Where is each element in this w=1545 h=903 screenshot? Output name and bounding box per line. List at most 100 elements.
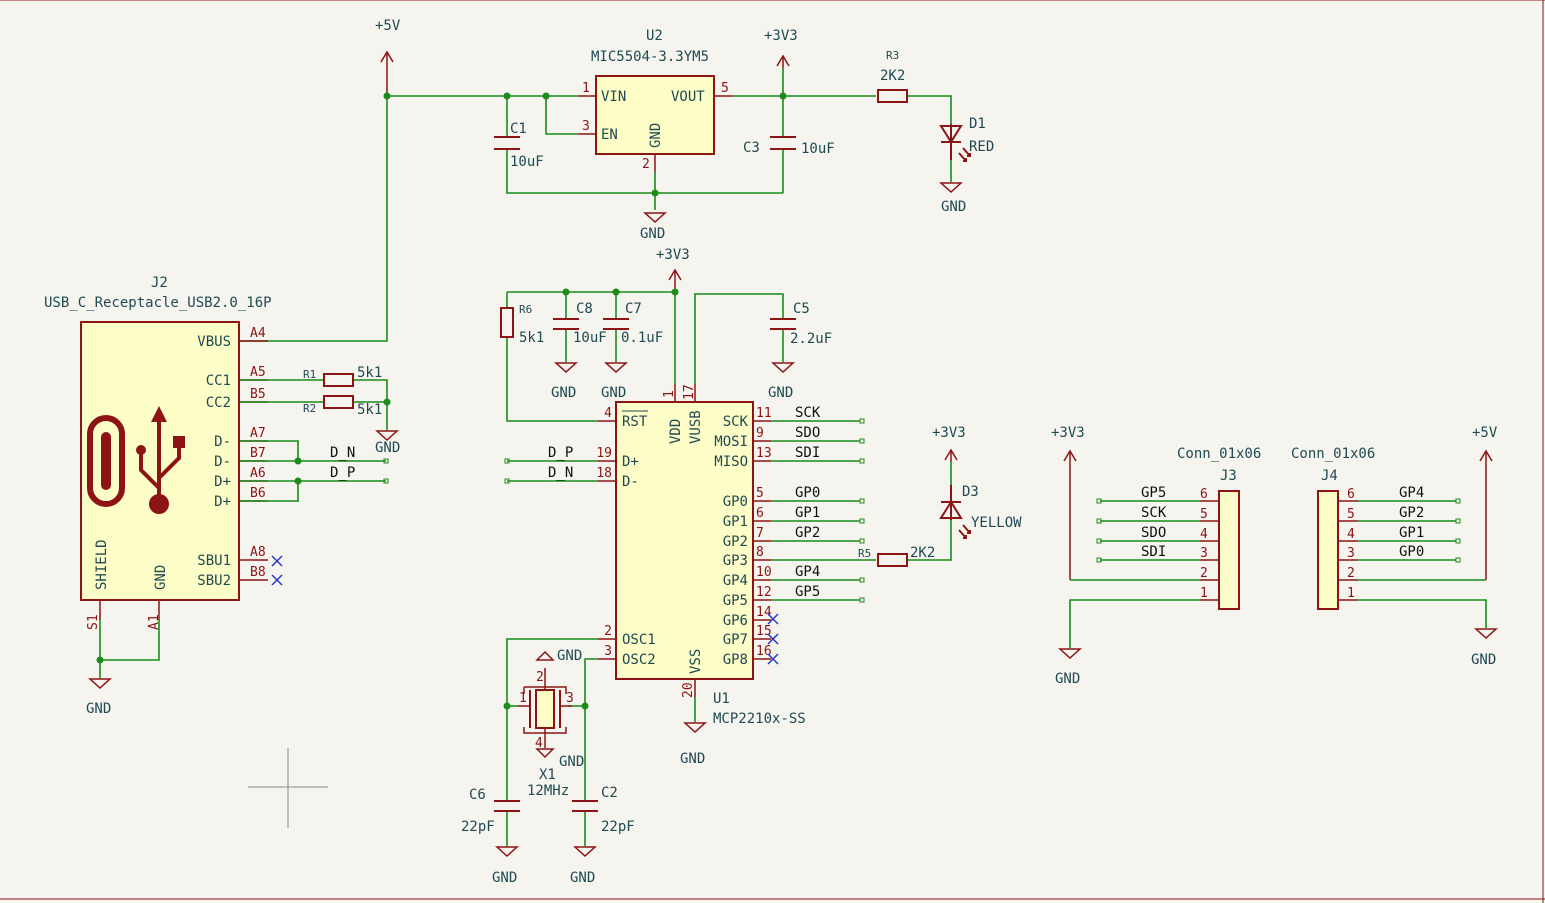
net-label[interactable]: GP1 — [795, 505, 820, 521]
r3-resistor[interactable]: R3 2K2 — [877, 49, 908, 103]
gnd-c5[interactable]: GND — [768, 362, 795, 401]
power-3v3-top[interactable]: +3V3 — [764, 28, 798, 68]
gnd-j3[interactable]: GND — [1055, 648, 1082, 687]
svg-text:3: 3 — [582, 119, 590, 134]
j4-net-label[interactable]: GP2 — [1399, 505, 1424, 521]
label-stub — [859, 538, 865, 544]
svg-text:VIN: VIN — [601, 89, 626, 105]
power-3v3-j3[interactable]: +3V3 — [1051, 425, 1085, 580]
gnd-r1r2[interactable]: GND — [375, 430, 400, 456]
svg-text:0.1uF: 0.1uF — [621, 330, 663, 346]
u1-pin-name: GP1 — [723, 514, 748, 530]
j3-net-label[interactable]: SDO — [1141, 525, 1166, 541]
net-label[interactable]: GP5 — [795, 584, 820, 600]
u1-pin-name: MISO — [714, 454, 748, 470]
j3-net-label[interactable]: GP5 — [1141, 485, 1166, 501]
c6-capacitor[interactable]: C6 22pF — [461, 787, 520, 835]
svg-text:10uF: 10uF — [510, 154, 544, 170]
j2-pin-number: B5 — [250, 387, 266, 402]
u2-value: MIC5504-3.3YM5 — [591, 49, 709, 65]
svg-text:GND: GND — [153, 565, 169, 590]
j4-net-label[interactable]: GP1 — [1399, 525, 1424, 541]
r1-resistor[interactable]: R1 5k1 — [303, 365, 382, 387]
svg-text:C3: C3 — [743, 140, 760, 156]
j2-pin-name: D+ — [214, 474, 231, 490]
c8-capacitor[interactable]: C8 10uF — [553, 301, 607, 346]
j3-net-label[interactable]: SDI — [1141, 544, 1166, 560]
label-stub — [859, 577, 865, 583]
x1-crystal[interactable]: 1 2 3 4 X1 12MHz — [518, 668, 574, 799]
c2-capacitor[interactable]: C2 22pF — [572, 785, 635, 835]
d1-led[interactable]: D1 RED — [939, 116, 994, 162]
u1-pin-name: VSS — [688, 649, 704, 674]
gnd-u1-vss[interactable]: GND — [680, 722, 707, 767]
c5-capacitor[interactable]: C5 2.2uF — [770, 301, 832, 347]
j2-usb-c-connector[interactable]: J2 USB_C_Receptacle_USB2.0_16P — [44, 275, 272, 601]
j4-pin-number: 6 — [1347, 487, 1355, 502]
svg-text:10uF: 10uF — [801, 141, 835, 157]
j2-pin-number: A4 — [250, 326, 266, 341]
u1-pin-number: 9 — [756, 426, 764, 441]
label-stub — [859, 438, 865, 444]
u1-pin-number: 18 — [596, 466, 612, 481]
wires-j4-power — [1358, 579, 1487, 628]
power-3v3-u1[interactable]: +3V3 — [656, 247, 690, 292]
junction-dots-u1 — [562, 288, 679, 296]
gnd-j4[interactable]: GND — [1471, 628, 1498, 668]
u1-pin-name: D- — [622, 474, 639, 490]
net-label[interactable]: SDI — [795, 445, 820, 461]
d3-led[interactable]: D3 YELLOW — [939, 484, 1022, 539]
r5-resistor[interactable]: R5 2K2 — [858, 545, 935, 567]
u1-mcp2210[interactable]: U1 MCP2210x-SS — [615, 401, 806, 727]
j4-net-label[interactable]: GP4 — [1399, 485, 1424, 501]
c3-capacitor[interactable]: C3 10uF — [743, 136, 835, 157]
r2-resistor[interactable]: R2 5k1 — [303, 395, 382, 418]
gnd-usb-shield[interactable]: GND — [86, 678, 112, 717]
gnd-c7[interactable]: GND — [601, 362, 628, 401]
j3-connector[interactable]: Conn_01x06 J3 — [1177, 446, 1261, 610]
power-5v-top[interactable]: +5V — [375, 18, 401, 96]
gnd-c2[interactable]: GND — [570, 846, 597, 886]
j3-net-label[interactable]: SCK — [1141, 505, 1167, 521]
gnd-c8[interactable]: GND — [551, 362, 578, 401]
wires-gp3-led — [771, 462, 952, 561]
svg-text:C2: C2 — [601, 785, 618, 801]
u1-pin-number: 16 — [756, 644, 772, 659]
net-label[interactable]: GP0 — [795, 485, 820, 501]
u1-pin-number: 8 — [756, 545, 764, 560]
label-stubs-u1-left — [504, 458, 510, 484]
wires-crystal — [506, 638, 598, 846]
net-label[interactable]: GP2 — [795, 525, 820, 541]
label-stub — [1455, 498, 1461, 504]
gnd-x1-bottom[interactable]: GND — [535, 748, 584, 770]
gnd-x1-top[interactable]: GND — [535, 648, 582, 664]
gnd-u2[interactable]: GND — [640, 212, 667, 242]
u2-regulator[interactable]: U2 MIC5504-3.3YM5 VIN EN VOUT GND 1 3 5 … — [578, 28, 733, 172]
no-connect-sbu — [271, 555, 283, 586]
power-3v3-d3[interactable]: +3V3 — [932, 425, 966, 462]
u1-pin-number: 10 — [756, 565, 772, 580]
j4-net-label[interactable]: GP0 — [1399, 544, 1424, 560]
label-stub — [1096, 498, 1102, 504]
j4-connector[interactable]: Conn_01x06 J4 — [1291, 446, 1375, 610]
u1-pin-number: 20 — [681, 682, 696, 698]
r6-resistor[interactable]: R6 5k1 — [500, 303, 544, 346]
j2-pin-number: A8 — [250, 545, 266, 560]
net-label[interactable]: GP4 — [795, 564, 820, 580]
u1-pin-name: D+ — [622, 454, 639, 470]
svg-text:+5V: +5V — [1472, 425, 1498, 441]
wires-u1-top — [506, 291, 784, 722]
gnd-c6[interactable]: GND — [492, 846, 519, 886]
power-5v-j4[interactable]: +5V — [1472, 425, 1498, 580]
c1-capacitor[interactable]: C1 10uF — [494, 121, 544, 170]
svg-text:2K2: 2K2 — [880, 68, 905, 84]
gnd-d1[interactable]: GND — [939, 182, 966, 215]
net-label[interactable]: SCK — [795, 405, 821, 421]
net-label[interactable]: SDO — [795, 425, 820, 441]
svg-text:X1: X1 — [539, 767, 556, 783]
j2-pin-number: B6 — [250, 486, 266, 501]
no-connect-gp6-8 — [767, 613, 779, 665]
c7-capacitor[interactable]: C7 0.1uF — [603, 301, 663, 346]
svg-text:C1: C1 — [510, 121, 527, 137]
